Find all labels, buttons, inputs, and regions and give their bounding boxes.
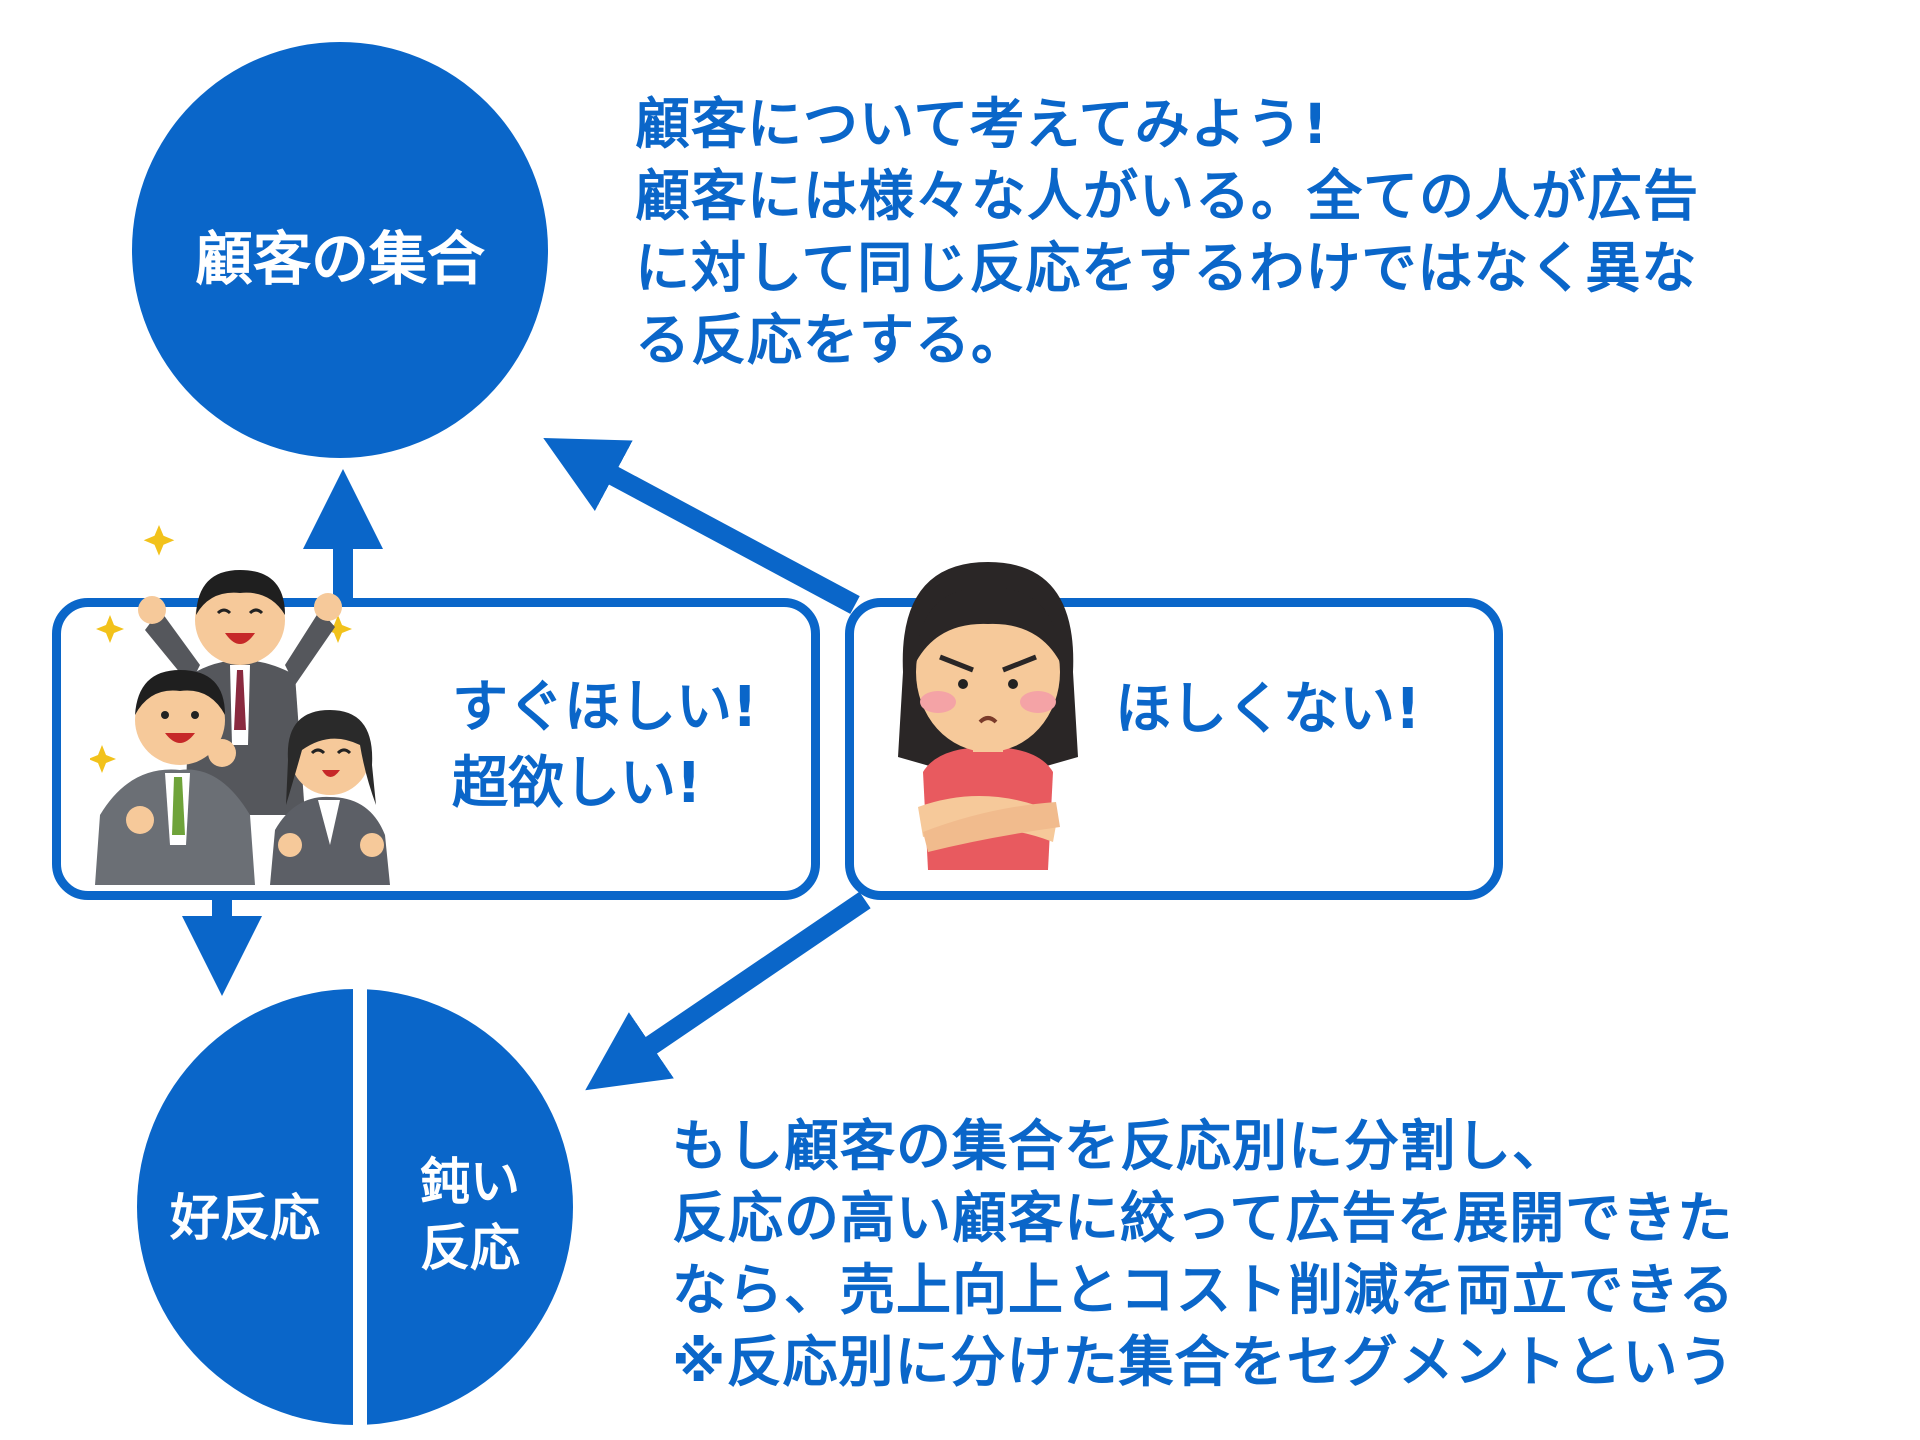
positive-segment-label: 好反応 <box>170 1189 320 1247</box>
negative-reaction-text: ほしくない! <box>1115 677 1421 742</box>
segment-divider <box>353 980 367 1440</box>
intro-line-2: 顧客には様々な人がいる。全ての人が広告 <box>635 164 1700 228</box>
intro-line-1: 顧客について考えてみよう! <box>635 92 1329 156</box>
customer-set-label: 顧客の集合 <box>194 225 485 293</box>
positive-reaction-text: すぐほしい! 超欲しい! <box>452 670 758 822</box>
conclusion-line-4: ※反応別に分けた集合をセグメントという <box>672 1330 1735 1394</box>
positive-line-2: 超欲しい! <box>452 751 702 816</box>
conclusion-line-1: もし顧客の集合を反応別に分割し、 <box>672 1114 1569 1178</box>
arrow-negative-to-set <box>543 438 860 614</box>
arms-crossed-woman-icon <box>898 562 1078 870</box>
intro-line-4: る反応をする。 <box>635 308 1028 372</box>
customer-set-circle <box>132 42 548 458</box>
conclusion-line-3: なら、売上向上とコスト削減を両立できる <box>672 1258 1735 1322</box>
conclusion-text: もし顧客の集合を反応別に分割し、 反応の高い顧客に絞って広告を展開できた なら、… <box>672 1110 1735 1398</box>
arrow-negative-to-segment <box>585 891 871 1091</box>
dull-segment-label-line2: 反応 <box>420 1219 520 1277</box>
dull-segment-label-line1: 鈍い <box>420 1153 520 1211</box>
cheering-business-people-icon <box>90 525 390 885</box>
positive-line-1: すぐほしい! <box>452 675 758 740</box>
conclusion-line-2: 反応の高い顧客に絞って広告を展開できた <box>672 1186 1734 1250</box>
intro-line-3: に対して同じ反応をするわけではなく異な <box>635 236 1698 300</box>
intro-text: 顧客について考えてみよう! 顧客には様々な人がいる。全ての人が広告 に対して同じ… <box>635 88 1699 376</box>
